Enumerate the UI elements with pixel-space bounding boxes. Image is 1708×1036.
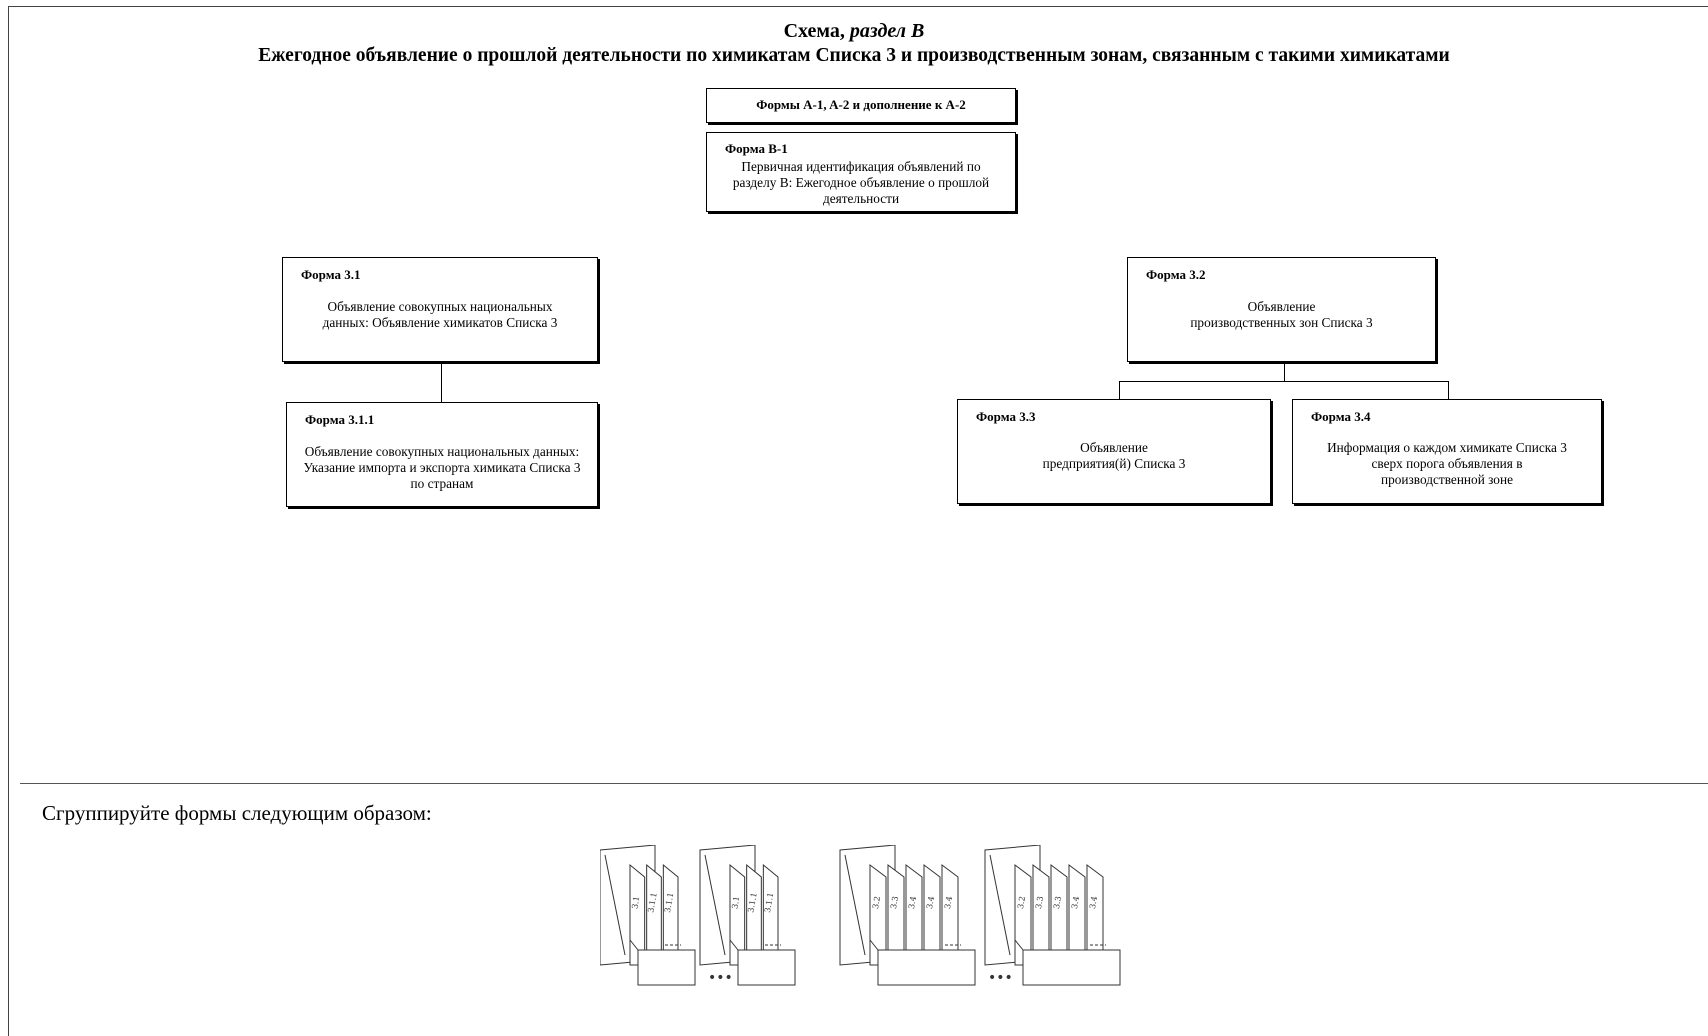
form-31-text: Объявление совокупных национальных данны… <box>322 299 558 330</box>
form-32-text: Объявление производственных зон Списка 3 <box>1138 299 1425 331</box>
group-instruction: Сгруппируйте формы следующим образом: <box>42 801 432 825</box>
form-34-title: Форма 3.4 <box>1311 409 1371 424</box>
organizer-1: 3.1 3.1.1 3.1.1 <box>600 845 696 986</box>
organizer-4: 3.2 3.3 3.3 3.4 3.4 <box>984 845 1121 986</box>
organizer-3: 3.2 3.3 3.4 3.4 3.4 <box>839 845 976 986</box>
folder-label: 3.1 <box>730 896 741 910</box>
form-311-text: Объявление совокупных национальных данны… <box>303 444 581 491</box>
section-divider <box>20 783 1708 784</box>
folder-label: 3.4 <box>907 896 918 910</box>
folder-label: 3.1.1 <box>646 892 658 914</box>
folder-label: 3.4 <box>1070 896 1081 910</box>
form-b1-text: Первичная идентификация объявлений по ра… <box>732 159 990 206</box>
folder-label: 3.1.1 <box>663 892 675 914</box>
form-31-box: Форма 3.1 Объявление совокупных национал… <box>282 257 598 362</box>
form-33-box: Форма 3.3 Объявление предприятия(й) Спис… <box>957 399 1271 504</box>
diagram-title: Схема, раздел B <box>783 20 925 42</box>
form-32-text-line1: Объявление <box>1247 299 1316 314</box>
folder-label: 3.4 <box>943 896 954 910</box>
form-33-title: Форма 3.3 <box>976 409 1036 424</box>
forms-a-title: Формы A-1, A-2 и дополнение к A-2 <box>756 97 966 112</box>
organizer-2: 3.1 3.1.1 3.1.1 <box>699 845 796 986</box>
folder-label: 3.1 <box>630 896 641 910</box>
form-33-text-line2: предприятия(й) Списка 3 <box>1042 456 1186 471</box>
form-34-text: Информация о каждом химикате Списка 3 св… <box>1327 440 1567 487</box>
form-34-box: Форма 3.4 Информация о каждом химикате С… <box>1292 399 1602 504</box>
folder-label: 3.1.1 <box>763 892 775 914</box>
folder-label: 3.3 <box>1052 896 1063 910</box>
folder-label: 3.3 <box>1034 896 1045 910</box>
connector-34-down <box>1448 381 1449 399</box>
folder-label: 3.4 <box>925 896 936 910</box>
form-31-title: Форма 3.1 <box>301 267 361 282</box>
form-32-title: Форма 3.2 <box>1146 267 1206 282</box>
connector-32-bar <box>1119 381 1449 382</box>
form-b1-box: Форма B-1 Первичная идентификация объявл… <box>706 132 1016 212</box>
form-32-box: Форма 3.2 Объявление производственных зо… <box>1127 257 1436 362</box>
ellipsis-2: ••• <box>988 970 1013 986</box>
form-311-title: Форма 3.1.1 <box>305 412 375 427</box>
folder-label: 3.2 <box>871 896 882 910</box>
page-frame <box>8 6 1708 1036</box>
form-33-text: Объявление предприятия(й) Списка 3 <box>968 440 1260 472</box>
forms-a-box: Формы A-1, A-2 и дополнение к A-2 <box>706 88 1016 123</box>
diagram-subtitle: Ежегодное объявление о прошлой деятельно… <box>258 45 1450 66</box>
form-311-box: Форма 3.1.1 Объявление совокупных национ… <box>286 402 598 507</box>
form-b1-title: Форма B-1 <box>725 141 788 156</box>
folder-label: 3.3 <box>889 896 900 910</box>
form-32-text-line2: производственных зон Списка 3 <box>1190 315 1373 330</box>
connector-33-down <box>1119 381 1120 399</box>
folder-label: 3.4 <box>1088 896 1099 910</box>
ellipsis-1: ••• <box>708 970 733 986</box>
connector-31-311 <box>441 362 442 402</box>
connector-32-down <box>1284 362 1285 381</box>
folder-label: 3.2 <box>1016 896 1027 910</box>
form-33-text-line1: Объявление <box>1080 440 1148 455</box>
folder-label: 3.1.1 <box>746 892 758 914</box>
